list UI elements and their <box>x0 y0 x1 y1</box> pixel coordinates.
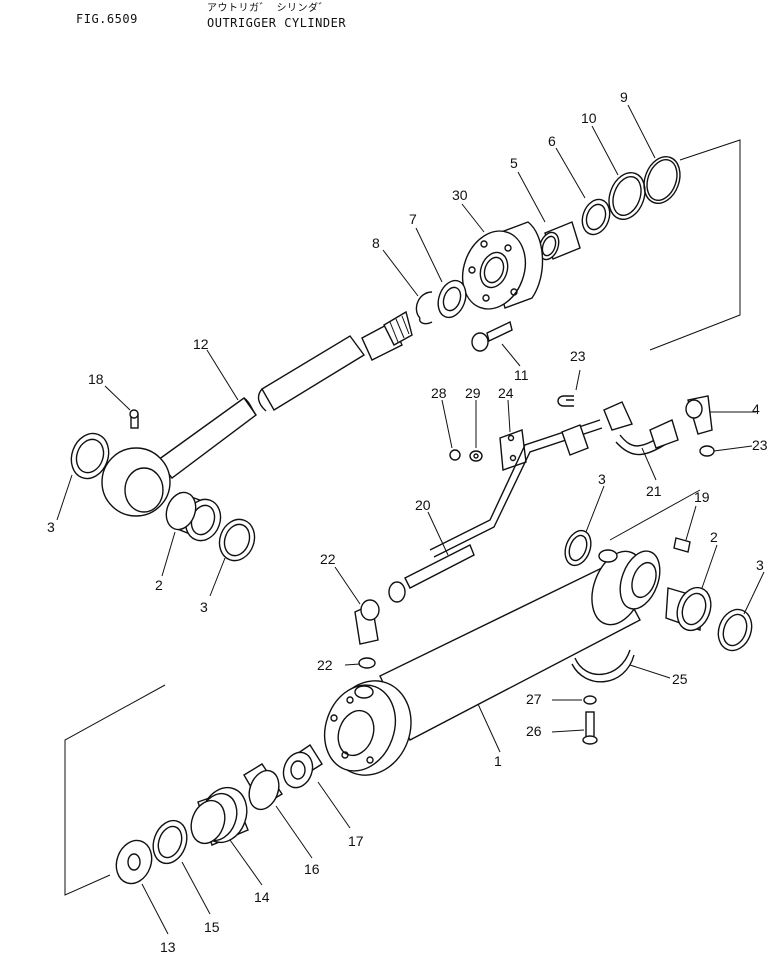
callout-16: 16 <box>304 861 320 877</box>
part-o-ring-fitting-top <box>699 445 715 457</box>
part-elbow-fitting-lower <box>354 599 380 645</box>
callout-17: 17 <box>348 833 364 849</box>
part-dust-seal-rod-end-lower <box>218 518 256 562</box>
part-u-bolt <box>557 395 574 407</box>
callout-3-rod-end: 3 <box>47 519 55 535</box>
callout-6: 6 <box>548 133 556 149</box>
japanese-title: アウトリガ゛ シリンダ゛ <box>207 3 330 14</box>
callout-2-rod-end: 2 <box>155 577 163 593</box>
part-hydraulic-pipe <box>388 419 603 603</box>
callout-15: 15 <box>204 919 220 935</box>
part-backup-ring <box>608 172 646 220</box>
callout-23-top: 23 <box>752 437 768 453</box>
callout-12: 12 <box>193 336 209 352</box>
callout-14: 14 <box>254 889 270 905</box>
part-band-clamp <box>571 649 635 683</box>
callout-28: 23 <box>570 348 586 364</box>
callout-9: 9 <box>620 89 628 105</box>
part-snap-ring <box>415 291 433 325</box>
part-piston-rod <box>101 310 413 517</box>
part-hose-pipe <box>603 401 679 456</box>
callout-22-top: 4 <box>752 401 760 417</box>
callout-7: 7 <box>409 211 417 227</box>
diagram-title: OUTRIGGER CYLINDER <box>207 16 347 30</box>
part-washer-clamp <box>583 695 597 705</box>
callout-13: 13 <box>160 939 176 955</box>
callout-20: 20 <box>415 497 431 513</box>
callout-3-rod-lower: 3 <box>200 599 208 615</box>
group-line-right <box>609 489 701 541</box>
part-elbow-fitting-top <box>685 395 713 435</box>
part-bushing <box>538 221 581 261</box>
callout-19: 19 <box>694 489 710 505</box>
callout-3-tube-end: 3 <box>756 557 764 573</box>
callout-24: 24 <box>498 385 514 401</box>
callout-23-lower: 22 <box>317 657 333 673</box>
callout-5: 5 <box>510 155 518 171</box>
part-head-bolt <box>471 320 513 352</box>
part-wear-ring <box>243 763 283 811</box>
part-o-ring-fitting-lower <box>358 657 376 669</box>
part-dust-seal-tube-end <box>717 608 753 652</box>
callout-25: 25 <box>672 671 688 687</box>
part-piston-nut <box>282 744 323 789</box>
callout-8: 8 <box>372 235 380 251</box>
part-grease-fitting-tube <box>673 537 691 553</box>
part-cylinder-tube <box>323 549 661 776</box>
part-piston-seal <box>152 819 188 865</box>
group-bracket-bottom <box>64 684 166 896</box>
part-clamp-bolt <box>582 711 598 745</box>
callout-26: 26 <box>526 723 542 739</box>
part-dust-seal <box>581 198 611 236</box>
part-bushing-rod-end <box>165 491 222 542</box>
callout-27: 27 <box>526 691 542 707</box>
part-cylinder-head <box>461 221 544 310</box>
callout-labels: 9 10 6 5 30 7 8 11 12 18 3 2 3 23 28 29 … <box>47 89 768 955</box>
part-piston <box>190 786 249 846</box>
part-clamp-plate <box>499 429 527 471</box>
figure-number: FIG.6509 <box>76 12 138 26</box>
callout-21: 21 <box>646 483 662 499</box>
callout-3-tube-top: 3 <box>598 471 606 487</box>
callout-29: 28 <box>431 385 447 401</box>
part-piston-rod-seal <box>437 279 467 319</box>
callout-18: 18 <box>88 371 104 387</box>
part-dust-seal-tube-top <box>564 529 592 567</box>
callout-2-tube-end: 2 <box>710 529 718 545</box>
callout-10: 10 <box>581 110 597 126</box>
part-dust-seal-rod-end <box>70 432 110 480</box>
callout-4: 30 <box>452 187 468 203</box>
part-bushing-tube-end <box>665 586 712 632</box>
callout-1: 1 <box>494 753 502 769</box>
group-bracket-top <box>649 139 741 351</box>
leader-lines <box>56 104 765 935</box>
part-washer <box>469 450 483 462</box>
part-grease-fitting-rod <box>129 409 139 429</box>
callout-30: 29 <box>465 385 481 401</box>
part-nut <box>449 449 461 461</box>
part-collar <box>115 839 153 885</box>
part-o-ring <box>643 156 681 204</box>
callout-11: 11 <box>514 367 529 383</box>
callout-22-lower: 22 <box>320 551 336 567</box>
